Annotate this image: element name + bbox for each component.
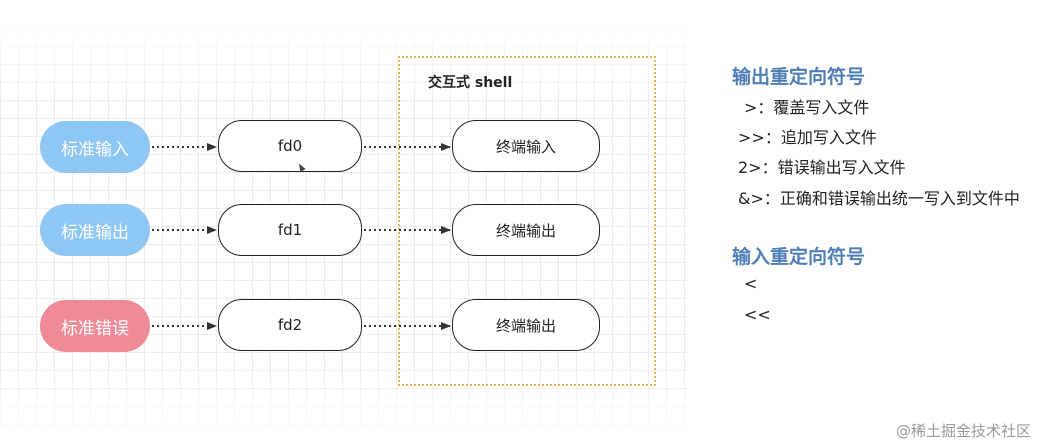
terminal-output-node: 终端输出: [452, 204, 600, 256]
output-redirect-item: &>：正确和错误输出统一写入到文件中: [738, 189, 1020, 208]
output-redirect-item: >：覆盖写入文件: [744, 98, 870, 117]
source-stdin: 标准输入: [40, 121, 150, 173]
source-stdout: 标准输出: [40, 204, 150, 256]
output-redirect-item: 2>：错误输出写入文件: [738, 158, 906, 177]
input-redirect-heading: 输入重定向符号: [732, 246, 866, 268]
watermark: @稀土掘金技术社区: [896, 422, 1032, 440]
input-redirect-item: <: [744, 274, 758, 293]
output-redirect-heading: 输出重定向符号: [732, 66, 866, 88]
output-redirect-item: >>：追加写入文件: [738, 128, 877, 147]
fd2-node: fd2: [218, 299, 362, 351]
input-redirect-item: <<: [744, 305, 771, 324]
interactive-shell-box: [398, 56, 656, 386]
fd1-node: fd1: [218, 204, 362, 256]
shell-title: 交互式 shell: [428, 75, 513, 91]
terminal-error-output-node: 终端输出: [452, 299, 600, 351]
fd0-node: fd0: [218, 120, 362, 172]
source-stderr: 标准错误: [40, 300, 150, 352]
terminal-input-node: 终端输入: [452, 120, 600, 172]
